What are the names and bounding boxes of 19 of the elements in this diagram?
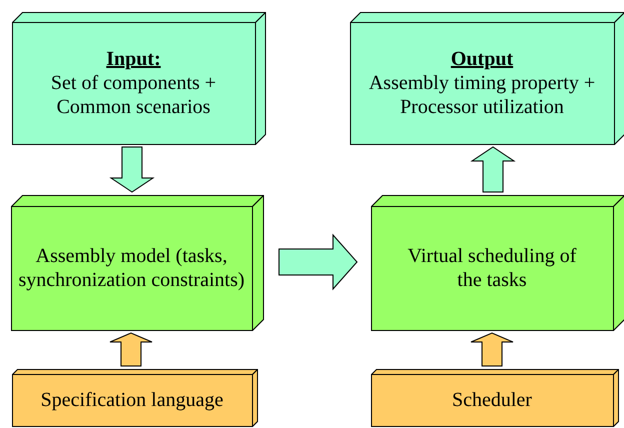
box-text: Virtual scheduling of the tasks (406, 244, 578, 292)
box-heading: Input: (106, 47, 161, 71)
block-arrow (470, 146, 516, 192)
block-arrow (110, 332, 152, 366)
box-text: Specification language (40, 388, 224, 412)
box-text: Assembly model (tasks, synchronization constraints) (17, 244, 246, 292)
box-heading: Output (450, 47, 514, 71)
box-3d (12, 12, 266, 145)
box-3d (371, 369, 619, 427)
block-arrow (278, 234, 358, 290)
box-3d (371, 195, 624, 331)
box-3d (350, 12, 624, 145)
box-3d (12, 369, 258, 427)
box-3d (11, 195, 264, 331)
box-text: Scheduler (452, 388, 532, 412)
box-text: Assembly timing property + Processor utilization (368, 71, 596, 119)
block-arrow (470, 332, 514, 366)
block-arrow (109, 146, 155, 193)
box-text: Set of components + Common scenarios (50, 71, 218, 119)
